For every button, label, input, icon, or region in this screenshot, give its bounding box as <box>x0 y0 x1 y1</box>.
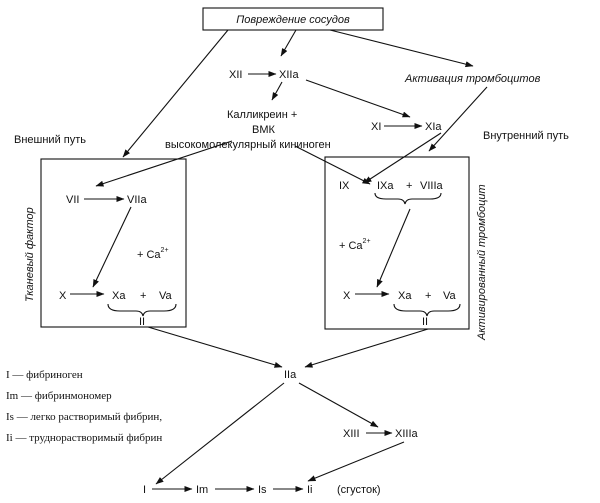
intrinsic-path-label: Внутренний путь <box>483 130 569 142</box>
right-factor-viiia: VIIIa <box>420 180 444 192</box>
factor-xi: XI <box>371 121 381 133</box>
clot-label: (сгусток) <box>337 484 381 496</box>
left-calcium: + Ca2+ <box>137 247 169 261</box>
left-factor-viia: VIIa <box>127 194 147 206</box>
right-factor-ixa: IXa <box>377 180 394 192</box>
arrow-xiiia-to-ii <box>307 441 405 482</box>
thrombin-iia: IIa <box>284 369 297 381</box>
right-plus: + <box>406 180 412 192</box>
arrow-viia-to-xa <box>92 206 132 288</box>
tissue-factor-box <box>40 158 187 328</box>
legend-item-4: Ii — труднорастворимый фибрин <box>6 432 162 444</box>
arrow-title-to-extrinsic <box>122 29 229 158</box>
right-plus-2: + <box>425 290 431 302</box>
insoluble-fibrin-ii: Ii <box>307 484 313 496</box>
extrinsic-path-label: Внешний путь <box>14 134 86 146</box>
right-factor-x: X <box>343 290 351 302</box>
left-brace <box>107 303 177 317</box>
legend-item-1: I — фибриноген <box>6 369 83 381</box>
left-factor-ii: II <box>139 316 145 328</box>
right-factor-ix: IX <box>339 180 350 192</box>
arrow-xiia-to-xia <box>305 79 411 118</box>
arrow-kallikrein-to-viia <box>95 140 233 187</box>
arrow-iia-to-fibrinogen <box>155 382 285 485</box>
title-box <box>202 7 384 31</box>
arrow-title-to-platelets <box>329 29 474 68</box>
right-brace-bottom <box>393 303 461 317</box>
tissue-factor-label: Тканевый фактор <box>24 207 36 302</box>
left-factor-xa: Xa <box>112 290 126 302</box>
arrow-xiia-to-kallikrein <box>271 81 283 101</box>
left-plus: + <box>140 290 146 302</box>
kallikrein-line3: высокомолекулярный кининоген <box>165 139 331 151</box>
arrow-left-ii-to-iia <box>147 326 283 368</box>
legend-item-3: Is — легко растворимый фибрин, <box>6 411 162 423</box>
right-calcium-text: + Ca <box>339 240 363 252</box>
right-factor-va: Va <box>443 290 457 302</box>
right-factor-ii: II <box>422 316 428 328</box>
right-factor-xa: Xa <box>398 290 412 302</box>
right-calcium-charge: 2+ <box>363 238 371 245</box>
arrow-xia-to-ix <box>363 132 442 184</box>
fibrinogen-i: I <box>143 484 146 496</box>
factor-xia: XIa <box>425 121 442 133</box>
legend-item-2: Im — фибринмономер <box>6 390 112 402</box>
arrow-platelets-to-box <box>428 86 488 152</box>
right-calcium: + Ca2+ <box>339 238 371 252</box>
left-factor-x: X <box>59 290 67 302</box>
activated-platelet-label: Активированный тромбоцит <box>476 184 488 341</box>
factor-xiiia: XIIIa <box>395 428 419 440</box>
platelet-activation-label: Активация тромбоцитов <box>404 73 541 85</box>
kallikrein-line1: Калликреин + <box>227 109 297 121</box>
left-factor-va: Va <box>159 290 173 302</box>
kallikrein-line2: ВМК <box>252 124 276 136</box>
left-calcium-text: + Ca <box>137 249 161 261</box>
factor-xiia: XIIa <box>279 69 299 81</box>
factor-xii: XII <box>229 69 242 81</box>
arrow-tenase-to-xa <box>376 208 411 288</box>
left-factor-vii: VII <box>66 194 79 206</box>
arrow-iia-to-xiiia <box>298 382 379 428</box>
arrow-right-ii-to-iia <box>304 328 429 368</box>
activated-platelet-box <box>324 156 470 330</box>
soluble-fibrin-is: Is <box>258 484 267 496</box>
title-text: Повреждение сосудов <box>236 14 350 26</box>
arrow-title-to-xii <box>280 29 297 57</box>
fibrin-monomer-im: Im <box>196 484 208 496</box>
left-calcium-charge: 2+ <box>161 247 169 254</box>
right-brace-top <box>374 192 442 205</box>
arrow-kallikrein-to-ixa <box>294 145 371 185</box>
factor-xiii: XIII <box>343 428 360 440</box>
